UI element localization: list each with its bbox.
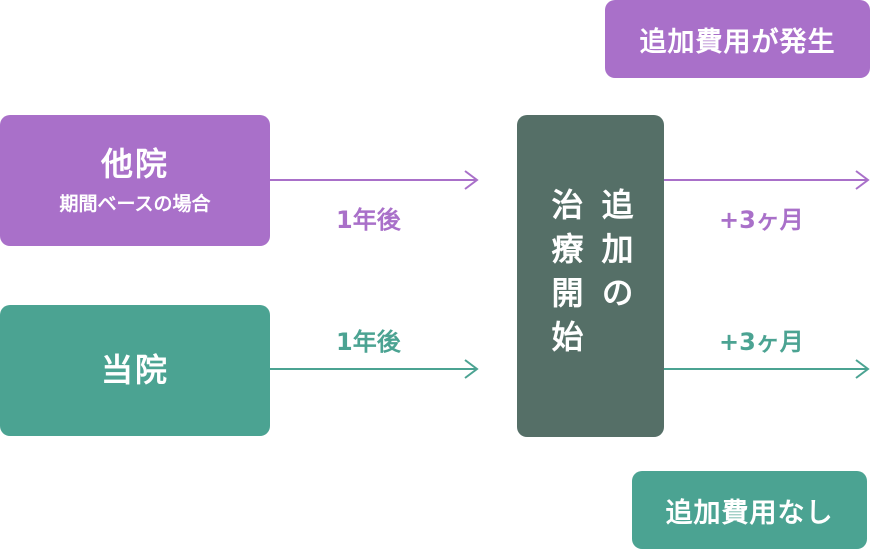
arrow-center-to-noextra [664, 359, 870, 379]
no-extra-cost-box: 追加費用なし [632, 471, 867, 549]
our-clinic-box: 当院 [0, 305, 270, 436]
additional-treatment-col1: 追加の [596, 188, 635, 320]
additional-treatment-col2: 治療開始 [546, 188, 585, 364]
additional-treatment-text: 追加の 治療開始 [546, 188, 635, 364]
additional-treatment-box: 追加の 治療開始 [517, 115, 664, 437]
arrow-other-to-center [270, 170, 479, 190]
other-clinic-box: 他院 期間ベースの場合 [0, 115, 270, 246]
edge-label-ours-to-center: 1年後 [336, 328, 401, 356]
no-extra-cost-label: 追加費用なし [665, 497, 834, 529]
extra-cost-label: 追加費用が発生 [639, 26, 836, 58]
edge-label-other-to-center: 1年後 [336, 206, 401, 234]
other-clinic-subtitle: 期間ベースの場合 [59, 193, 211, 216]
other-clinic-title: 他院 [100, 144, 169, 183]
extra-cost-box: 追加費用が発生 [605, 0, 870, 78]
edge-label-center-to-extra: +3ヶ月 [719, 206, 804, 234]
edge-label-center-to-noextra: +3ヶ月 [719, 328, 804, 356]
our-clinic-title: 当院 [100, 351, 169, 390]
arrow-center-to-extra [664, 170, 870, 190]
arrow-ours-to-center [270, 359, 479, 379]
